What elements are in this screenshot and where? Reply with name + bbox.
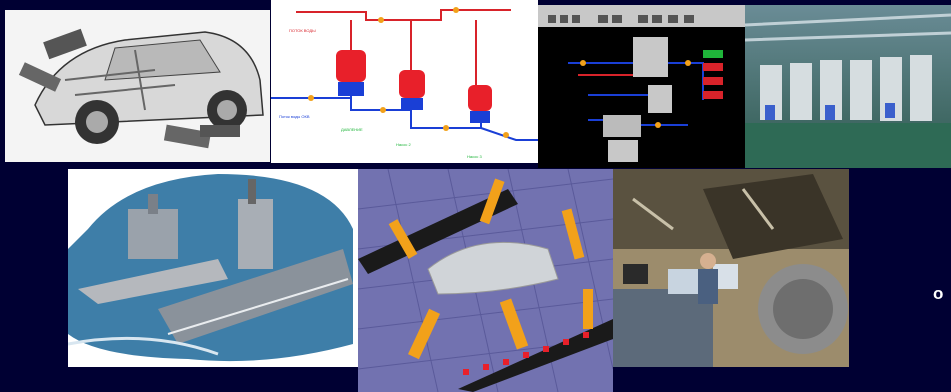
scada-screen-illustration [538, 5, 745, 168]
car-cutaway-illustration [5, 10, 270, 162]
diagram-label: Насос 3 [467, 154, 482, 159]
process-diagram: ПОТОК ВОДЫ Поток воды ОКВ ДАВЛЕНИЕ Насос… [271, 0, 538, 163]
control-room-illustration [613, 169, 849, 367]
factory-hall-photo [745, 5, 951, 168]
ships-illustration [68, 169, 358, 367]
diagram-label: Поток воды ОКВ [279, 114, 310, 119]
ships-photo [68, 169, 358, 367]
diagram-label: Насос 2 [396, 142, 411, 147]
robotic-assembly-render [358, 169, 613, 392]
diagram-label: ПОТОК ВОДЫ [289, 28, 316, 33]
diagram-label: ДАВЛЕНИЕ [341, 127, 363, 132]
robotic-assembly-illustration [358, 169, 613, 392]
car-cutaway-photo [5, 10, 270, 162]
factory-hall-illustration [745, 5, 951, 168]
control-room-photo [613, 169, 849, 367]
scada-screen [538, 5, 745, 168]
edge-text: o [933, 284, 944, 303]
process-flow-illustration: ПОТОК ВОДЫ Поток воды ОКВ ДАВЛЕНИЕ Насос… [271, 0, 538, 163]
